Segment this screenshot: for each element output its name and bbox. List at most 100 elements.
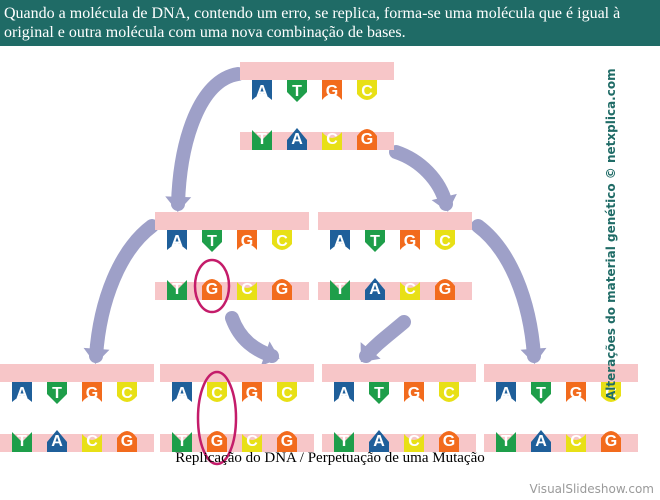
base-G-bottom: G: [357, 129, 377, 150]
base-letter: G: [605, 433, 617, 450]
base-C-top: C: [601, 382, 621, 402]
base-G-top: G: [82, 382, 102, 402]
bottom-strand: [484, 434, 638, 452]
base-C-top: C: [357, 80, 377, 100]
base-shape: [400, 230, 420, 250]
base-shape: [322, 132, 342, 150]
base-shape: [172, 432, 192, 452]
base-shape: [277, 431, 297, 452]
base-letter: C: [121, 385, 133, 402]
base-shape: [365, 230, 385, 252]
base-shape: [531, 430, 551, 452]
base-letter: A: [171, 233, 183, 250]
base-C-bottom: C: [566, 433, 586, 452]
mutation-highlight: [196, 370, 238, 466]
base-G-bottom: G: [439, 431, 459, 452]
base-shape: [330, 280, 350, 300]
base-shape: [365, 278, 385, 300]
base-shape: [357, 80, 377, 100]
top-strand: [155, 212, 309, 230]
base-T-top: T: [287, 80, 307, 102]
base-shape: [272, 279, 292, 300]
base-shape: [435, 230, 455, 250]
base-letter: A: [500, 385, 512, 402]
base-letter: A: [338, 385, 350, 402]
base-letter: G: [361, 131, 373, 148]
base-G-bottom: G: [202, 279, 222, 300]
base-C-bottom: C: [400, 281, 420, 300]
base-T-bottom: T: [334, 432, 354, 452]
base-letter: A: [535, 433, 547, 450]
base-shape: [47, 430, 67, 452]
base-A-top: A: [496, 382, 516, 402]
replication-arrow-3: [225, 311, 279, 363]
base-shape: [242, 382, 262, 402]
base-G-top: G: [322, 80, 342, 100]
base-letter: C: [404, 281, 416, 298]
base-letter: C: [86, 433, 98, 450]
base-letter: T: [339, 433, 349, 450]
base-A-top: A: [252, 80, 272, 100]
bottom-strand: [240, 132, 394, 150]
base-letter: C: [605, 385, 617, 402]
base-shape: [496, 432, 516, 452]
base-C-top: C: [439, 382, 459, 402]
base-G-bottom: G: [435, 279, 455, 300]
base-shape: [439, 431, 459, 452]
base-letter: G: [439, 281, 451, 298]
base-A-top: A: [330, 230, 350, 250]
base-letter: C: [276, 233, 288, 250]
arrowhead-icon: [431, 193, 457, 212]
arrowhead-icon: [260, 341, 280, 366]
base-letter: C: [326, 131, 338, 148]
base-shape: [601, 382, 621, 402]
base-shape: [82, 382, 102, 402]
base-shape: [117, 382, 137, 402]
base-C-bottom: C: [322, 131, 342, 150]
base-shape: [334, 382, 354, 402]
sidebar-credit: Alterações do material genético © netxpl…: [604, 68, 618, 400]
base-shape: [601, 431, 621, 452]
base-shape: [330, 230, 350, 250]
base-letter: G: [86, 385, 98, 402]
header-text: Quando a molécula de DNA, contendo um er…: [4, 5, 621, 41]
top-strand: [240, 62, 394, 80]
base-letter: T: [292, 83, 302, 100]
base-letter: A: [16, 385, 28, 402]
base-letter: T: [370, 233, 380, 250]
base-letter: T: [172, 281, 182, 298]
base-T-top: T: [531, 382, 551, 404]
bottom-strand: [322, 434, 476, 452]
base-shape: [237, 230, 257, 250]
base-letter: C: [241, 281, 253, 298]
arrowhead-icon: [360, 342, 381, 363]
base-C-bottom: C: [242, 433, 262, 452]
base-letter: A: [373, 433, 385, 450]
base-G-bottom: G: [272, 279, 292, 300]
base-shape: [167, 230, 187, 250]
base-shape: [369, 382, 389, 404]
top-strand: [484, 364, 638, 382]
base-letter: A: [291, 131, 303, 148]
base-letter: T: [17, 433, 27, 450]
base-A-top: A: [167, 230, 187, 250]
base-shape: [404, 382, 424, 402]
base-letter: C: [408, 433, 420, 450]
base-letter: A: [51, 433, 63, 450]
base-letter: T: [177, 433, 187, 450]
base-letter: T: [207, 233, 217, 250]
base-T-top: T: [369, 382, 389, 404]
base-T-top: T: [365, 230, 385, 252]
replication-arrow-0: [171, 67, 245, 211]
base-G-top: G: [242, 382, 262, 402]
base-T-bottom: T: [167, 280, 187, 300]
base-G-top: G: [400, 230, 420, 250]
base-letter: G: [404, 233, 416, 250]
base-shape: [167, 280, 187, 300]
base-shape: [47, 382, 67, 404]
